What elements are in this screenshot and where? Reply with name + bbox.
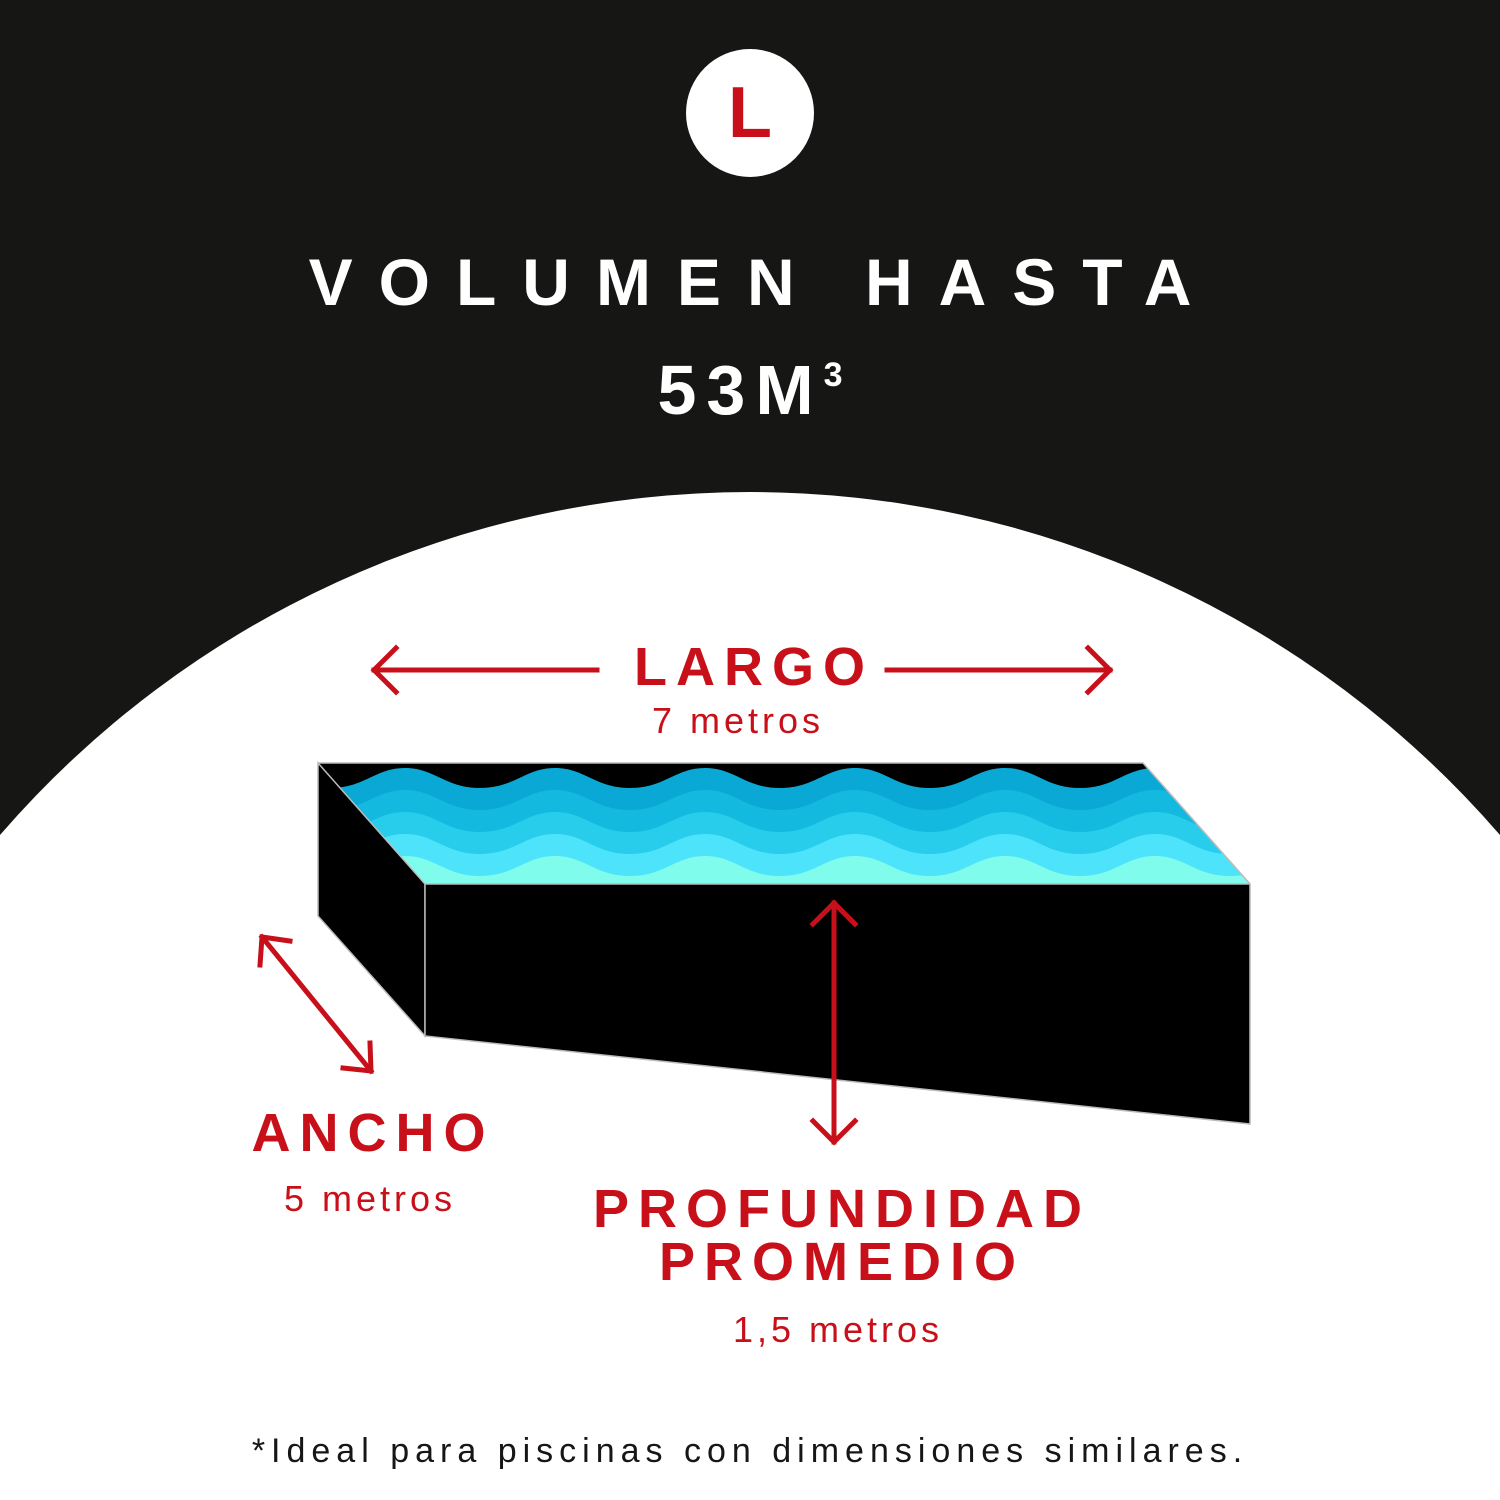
largo-left-arrow: [370, 644, 600, 696]
profundidad-value: 1,5 metros: [732, 1309, 944, 1350]
volume-number: 53M: [657, 351, 824, 429]
largo-value: 7 metros: [651, 700, 825, 741]
volume-value: 53M3: [0, 350, 1500, 430]
size-badge: L: [686, 49, 814, 177]
profundidad-label: PROFUNDIDAD: [593, 1179, 1091, 1239]
promedio-label: PROMEDIO: [658, 1232, 1026, 1292]
pool-front-face: [424, 883, 1251, 1125]
largo-label: LARGO: [634, 637, 874, 697]
largo-right-arrow: [884, 644, 1114, 696]
ancho-label: ANCHO: [251, 1103, 495, 1163]
ancho-value: 5 metros: [283, 1178, 457, 1219]
ancho-arrow: [257, 933, 375, 1075]
volume-exponent: 3: [823, 356, 843, 394]
title: VOLUMEN HASTA: [308, 245, 1218, 319]
depth-arrow: [809, 899, 859, 1146]
footnote: *Ideal para piscinas con dimensiones sim…: [251, 1432, 1249, 1470]
